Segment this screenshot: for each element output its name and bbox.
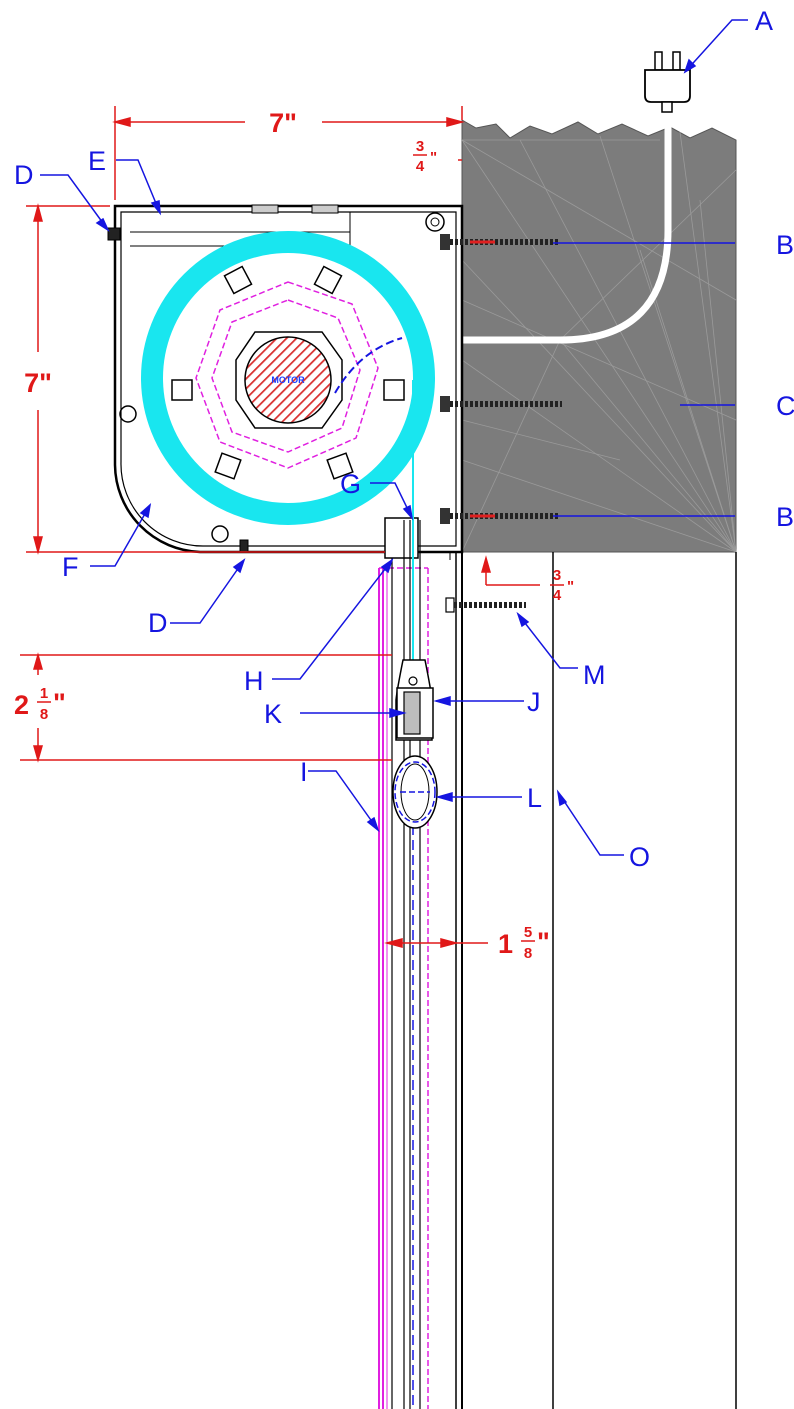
dim-rail-width-num: 5 [524,924,532,941]
dimension-lines [20,106,540,948]
slat-windows [171,265,405,480]
bottom-bar-connector [392,659,438,829]
dim-bar-height: 2 1 8 " [14,685,66,723]
callout-d-bottom: D [148,608,168,638]
callout-e: E [88,146,106,176]
callout-b-bottom: B [776,502,794,532]
dim-rail-width-unit: " [537,927,550,957]
callout-o: O [629,842,650,872]
dim-bottom-offset-den: 4 [553,587,562,604]
dim-bottom-offset-unit: " [567,578,574,595]
callout-k: K [264,699,282,729]
callout-d-top: D [14,160,34,190]
screw-top [440,234,560,250]
shutter-roll [141,231,435,525]
dim-bar-height-den: 8 [40,706,48,723]
power-cable [462,100,672,344]
dimension-labels: 7" 7" 3 4 " 3 4 " 2 1 8 " 1 5 8 " [14,108,574,962]
dim-rail-width-den: 8 [524,945,532,962]
dim-top-offset-den: 4 [416,158,425,175]
dim-rail-width: 1 5 8 " [498,924,550,962]
motor-unit: MOTOR [235,331,343,429]
dim-height: 7" [24,368,52,398]
motor-label: MOTOR [271,375,305,385]
callout-a: A [755,6,773,36]
callout-i: I [300,757,308,787]
callout-b-top: B [776,230,794,260]
callout-labels: A B C B D E F D G H J K I L M O [14,6,794,872]
callout-g: G [340,469,361,499]
screw-bottom [440,508,560,524]
callout-f: F [62,552,79,582]
dim-bottom-offset-num: 3 [553,567,561,584]
dim-bar-height-unit: " [53,688,66,718]
callout-j: J [527,687,541,717]
dim-width: 7" [269,108,297,138]
power-plug-icon [644,51,691,113]
dim-top-offset-num: 3 [416,138,424,155]
dim-rail-width-whole: 1 [498,929,513,959]
dim-top-offset: 3 4 " [413,138,437,175]
dim-bottom-offset: 3 4 " [550,567,574,604]
callout-h: H [244,666,264,696]
callout-c: C [776,391,794,421]
callout-m: M [583,660,606,690]
drum-octagon [195,281,379,469]
dim-top-offset-unit: " [430,149,437,166]
screw-middle [440,396,562,412]
callout-l: L [527,783,542,813]
leader-lines [40,19,748,856]
dim-bar-height-num: 1 [40,685,48,702]
dim-bar-height-whole: 2 [14,690,29,720]
screw-guide-rail [445,597,526,613]
